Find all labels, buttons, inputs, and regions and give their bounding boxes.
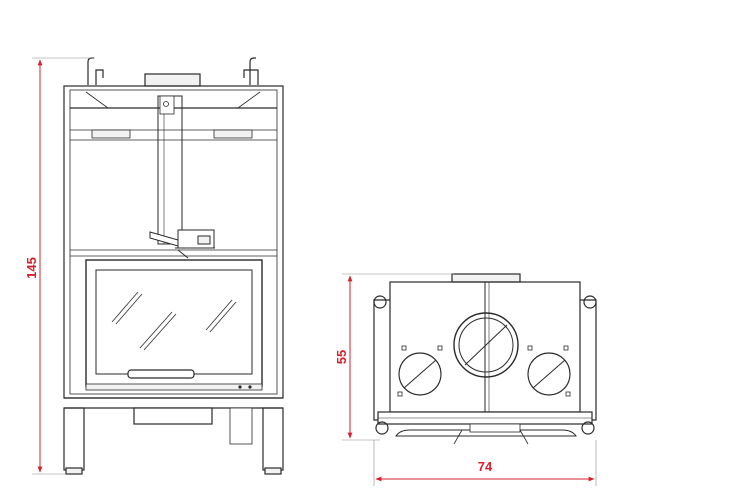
right-outlet (527, 352, 571, 396)
lintel-plate-right (213, 129, 253, 139)
glass-reflections (111, 291, 237, 351)
door-handle (127, 369, 195, 379)
side-box (229, 407, 253, 445)
leg-left (63, 407, 85, 471)
top-hook-left (87, 57, 104, 85)
top-view (373, 273, 597, 445)
dimension-height (32, 57, 95, 475)
damper-lever (149, 229, 215, 259)
top-view-handle (395, 429, 577, 437)
top-view-flue (451, 273, 521, 283)
door-frame (85, 259, 263, 387)
flue-column (157, 95, 183, 245)
central-outlet (453, 312, 519, 378)
height-label: 145 (24, 257, 39, 279)
left-outlet (398, 352, 442, 396)
flue-outlet (144, 73, 201, 87)
leg-right (262, 407, 284, 471)
lintel-plate-left (91, 129, 131, 139)
inner-frame (69, 89, 278, 395)
width-label: 74 (478, 459, 493, 474)
front-view (63, 57, 284, 475)
dimension-width (373, 440, 597, 486)
ash-drawer (133, 407, 213, 425)
damper-box (159, 95, 175, 115)
dimension-depth (342, 273, 454, 441)
depth-label: 55 (334, 350, 349, 364)
side-panel-left (373, 299, 390, 421)
top-hook-right (243, 57, 259, 85)
door-glass (95, 269, 253, 375)
side-panel-right (580, 299, 597, 421)
